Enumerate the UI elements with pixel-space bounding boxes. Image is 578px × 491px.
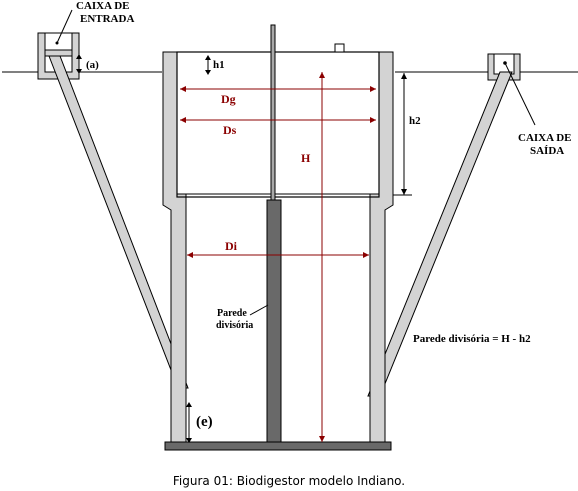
partition-wall <box>266 199 282 443</box>
h2-label: h2 <box>409 115 421 127</box>
Ds-label: Ds <box>223 123 237 137</box>
H-label: H <box>301 151 311 165</box>
dim-H <box>319 72 325 442</box>
inlet-box-label-1: CAIXA DE <box>76 0 129 12</box>
dim-h1 <box>205 55 211 75</box>
base-slab <box>164 441 392 451</box>
guide-rod <box>270 24 276 201</box>
tank-wall-right <box>369 51 394 443</box>
outlet-box-label-2: SAÍDA <box>530 145 564 157</box>
a-label: (a) <box>86 59 99 71</box>
inlet-box-label-2: ENTRADA <box>80 13 134 25</box>
outlet-box <box>487 53 521 81</box>
h1-label: h1 <box>213 59 225 71</box>
Dg-label: Dg <box>221 92 236 106</box>
inlet-leader <box>56 9 73 44</box>
dim-h2 <box>393 73 412 196</box>
Di-label: Di <box>225 239 238 253</box>
figure-caption: Figura 01: Biodigestor modelo Indiano. <box>172 474 406 488</box>
dim-Ds <box>180 117 376 123</box>
dim-Dg <box>180 86 376 92</box>
dim-e <box>186 402 192 443</box>
e-label: (e) <box>196 414 213 430</box>
dim-Di <box>187 252 369 258</box>
partition-leader <box>249 304 269 316</box>
outlet-box-label-1: CAIXA DE <box>518 132 571 144</box>
partition-wall-label-2: divisória <box>216 320 253 331</box>
inlet-pipe <box>48 55 189 389</box>
tank-wall-left <box>162 51 187 443</box>
outlet-leader <box>504 62 536 126</box>
gas-bell <box>176 43 380 198</box>
formula-label: Parede divisória = H - h2 <box>413 333 531 345</box>
partition-wall-label-1: Parede <box>217 308 247 319</box>
dim-a <box>76 54 82 74</box>
